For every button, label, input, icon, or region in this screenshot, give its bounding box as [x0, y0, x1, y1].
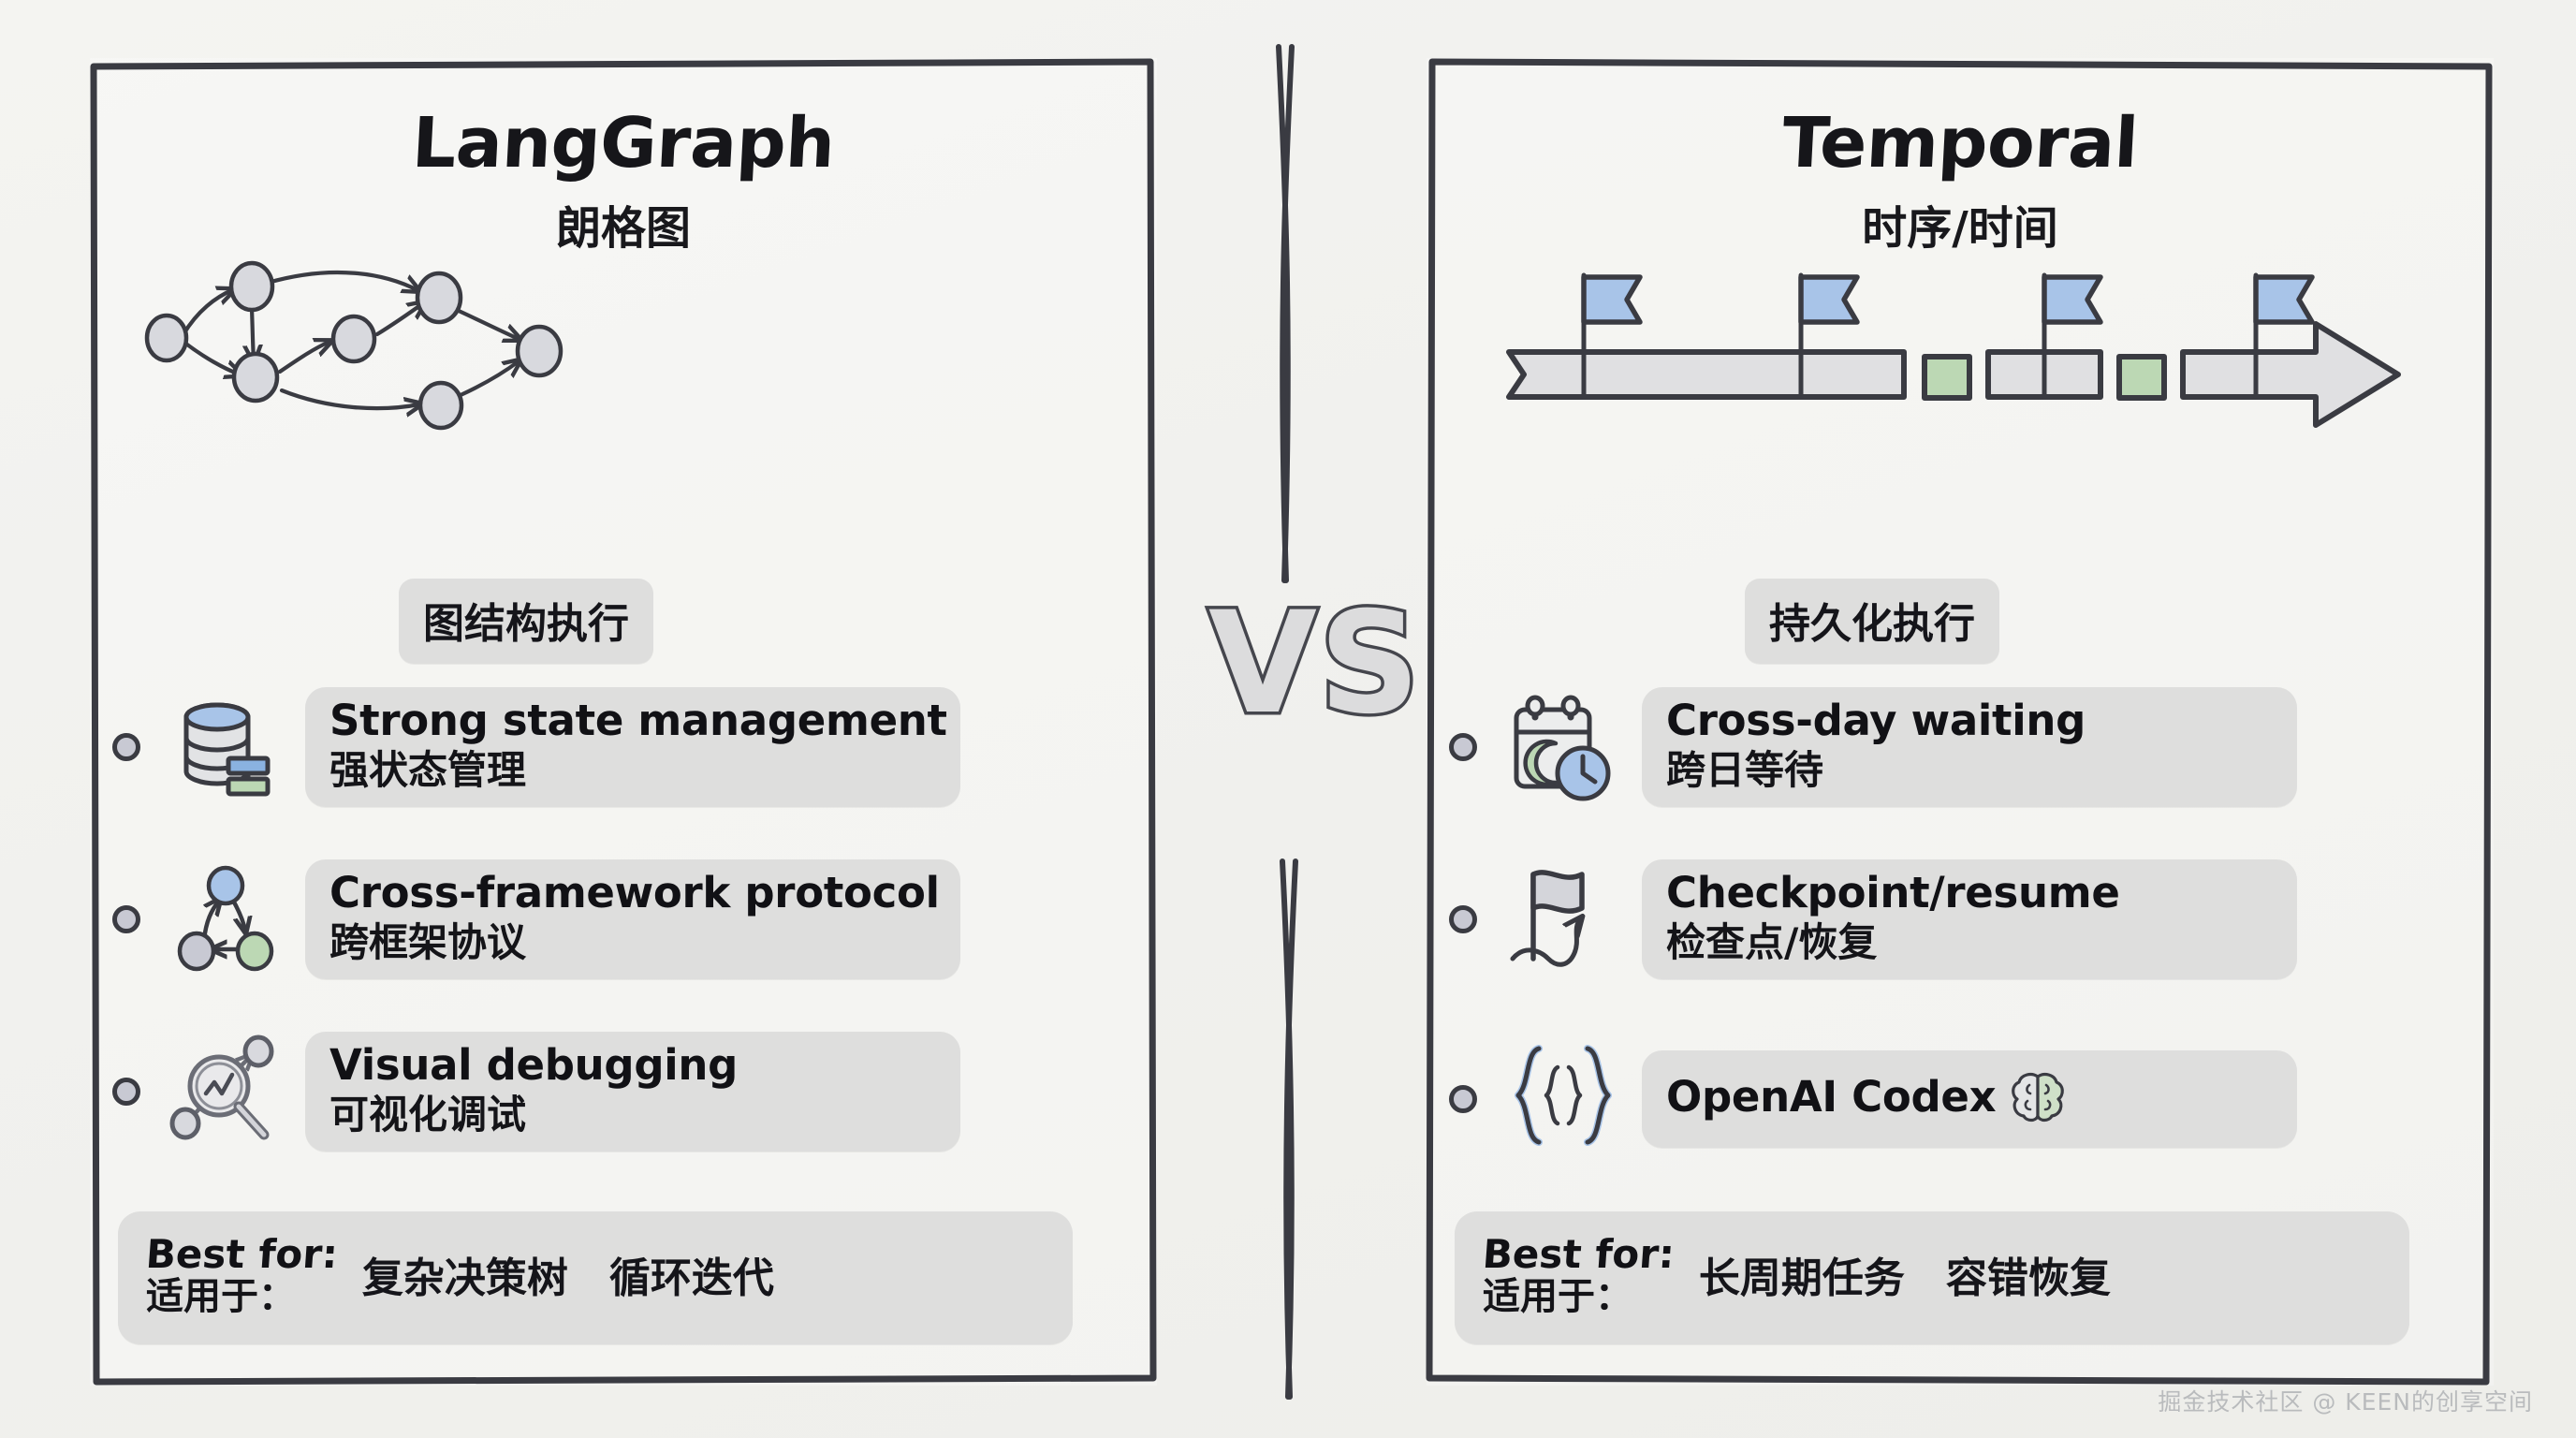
feature-label-en: Cross-day waiting — [1666, 696, 2086, 746]
feature-label-en: Strong state management — [329, 696, 947, 746]
best-for-tag: 循环迭代 — [608, 1255, 774, 1302]
feature-pill: Strong state management 强状态管理 — [305, 687, 960, 807]
panel-temporal: Temporal 时序/时间 — [1426, 58, 2494, 1386]
best-for-label-en: Best for: — [1481, 1230, 1676, 1277]
watermark: 掘金技术社区 @ KEEN的创享空间 — [2158, 1388, 2533, 1416]
feature-label-zh: 检查点/恢复 — [1666, 918, 1878, 965]
feature-pill: Cross-framework protocol 跨框架协议 — [305, 859, 960, 979]
feature-openai-codex: OpenAI Codex — [1449, 1041, 2297, 1157]
page-title-langgraph: LangGraph — [410, 103, 837, 183]
feature-pill: Checkpoint/resume 检查点/恢复 — [1642, 859, 2297, 979]
bullet-dot-icon — [1449, 1085, 1477, 1113]
best-for-tags: 长周期任务 容错恢复 — [1699, 1244, 2111, 1308]
best-for-tag: 长周期任务 — [1698, 1255, 1905, 1302]
feature-label-en: Checkpoint/resume — [1666, 868, 2120, 918]
best-for-label-en: Best for: — [144, 1230, 340, 1277]
graph-structure-execution-diagram — [144, 260, 564, 431]
feature-visual-debugging: Visual debugging 可视化调试 — [112, 1032, 960, 1152]
bullet-dot-icon — [1449, 733, 1477, 761]
panel-divider — [1276, 44, 1298, 1400]
page-subtitle-langgraph: 朗格图 — [555, 202, 691, 255]
network-protocol-nodes-icon — [165, 861, 288, 977]
bullet-dot-icon — [112, 733, 140, 761]
durable-timeline-arrow-diagram — [1506, 272, 2401, 428]
best-for-label: Best for: 适用于： — [1481, 1230, 1676, 1319]
calendar-moon-clock-icon — [1501, 689, 1625, 805]
feature-label-zh: 跨框架协议 — [329, 918, 527, 965]
feature-pill: OpenAI Codex — [1642, 1050, 2297, 1148]
best-for-panel-right: Best for: 适用于： 长周期任务 容错恢复 — [1455, 1211, 2409, 1344]
best-for-tag: 容错恢复 — [1945, 1255, 2111, 1302]
best-for-label-zh: 适用于： — [1483, 1275, 1632, 1319]
page-subtitle-temporal: 时序/时间 — [1862, 202, 2058, 255]
feature-label-zh: 可视化调试 — [329, 1091, 527, 1137]
database-stack-icon — [165, 689, 288, 805]
bullet-dot-icon — [1449, 905, 1477, 933]
feature-cross-day-waiting: Cross-day waiting 跨日等待 — [1449, 687, 2297, 807]
page-title-temporal: Temporal — [1779, 103, 2141, 183]
badge-graph-execution: 图结构执行 — [399, 579, 653, 664]
best-for-tag: 复杂决策树 — [361, 1255, 568, 1302]
bullet-dot-icon — [112, 905, 140, 933]
feature-label-en-text: OpenAI Codex — [1666, 1071, 1997, 1122]
feature-pill: Visual debugging 可视化调试 — [305, 1032, 960, 1152]
feature-label-zh: 跨日等待 — [1666, 746, 1824, 793]
curly-braces-icon — [1501, 1041, 1625, 1157]
best-for-label: Best for: 适用于： — [144, 1230, 340, 1319]
feature-strong-state-management: Strong state management 强状态管理 — [112, 687, 960, 807]
vs-label: VS — [1205, 580, 1423, 749]
best-for-label-zh: 适用于： — [146, 1275, 296, 1319]
feature-label-en: Cross-framework protocol — [329, 868, 940, 918]
panel-langgraph: LangGraph 朗格图 — [90, 58, 1157, 1386]
badge-durable-execution: 持久化执行 — [1745, 579, 1999, 664]
magnifier-chart-icon — [165, 1034, 288, 1150]
best-for-panel-left: Best for: 适用于： 复杂决策树 循环迭代 — [118, 1211, 1073, 1344]
feature-cross-framework-protocol: Cross-framework protocol 跨框架协议 — [112, 859, 960, 979]
flag-resume-arrow-icon — [1501, 861, 1625, 977]
brain-icon — [2009, 1070, 2067, 1124]
feature-pill: Cross-day waiting 跨日等待 — [1642, 687, 2297, 807]
feature-label-en: Visual debugging — [329, 1040, 739, 1091]
feature-label-en: OpenAI Codex — [1666, 1070, 2273, 1124]
best-for-tags: 复杂决策树 循环迭代 — [362, 1244, 774, 1308]
bullet-dot-icon — [112, 1078, 140, 1106]
feature-checkpoint-resume: Checkpoint/resume 检查点/恢复 — [1449, 859, 2297, 979]
feature-label-zh: 强状态管理 — [329, 746, 527, 793]
